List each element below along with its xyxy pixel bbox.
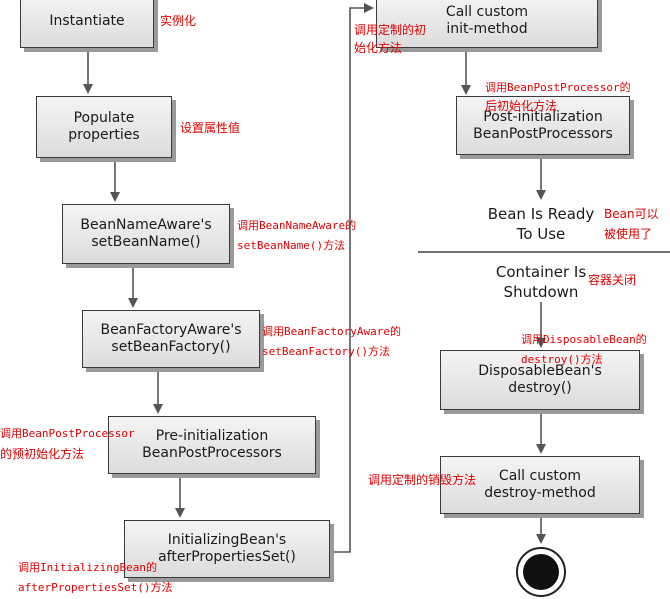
post-init-label-2: BeanPostProcessors [473, 125, 613, 142]
container-shutdown-label: Container Is Shutdown [476, 262, 606, 302]
arrow-initializing-custominit [330, 3, 374, 553]
initializing-bean-label-1: InitializingBean's [167, 532, 287, 548]
custom-init-box: Call custom init-method [376, 0, 598, 48]
bean-factory-aware-note-1: 调用BeanFactoryAware的 [262, 325, 401, 338]
pre-init-note-2: 的预初始化方法 [0, 447, 85, 461]
post-init-box: Post-initialization BeanPostProcessors [456, 96, 630, 155]
end-node-inner [523, 554, 559, 590]
custom-destroy-label-2: destroy-method [484, 485, 596, 501]
initializing-bean-note-2: afterPropertiesSet()方法 [18, 581, 173, 594]
post-init-note-2: 后初始化方法 [485, 99, 558, 113]
bean-ready-note-2: 被使用了 [604, 227, 653, 241]
pre-init-box: Pre-initialization BeanPostProcessors [108, 416, 316, 474]
bean-factory-aware-label-2: setBeanFactory() [111, 339, 231, 355]
populate-label-2: properties [68, 127, 140, 143]
bean-ready-label-1: Bean Is Ready [487, 205, 595, 223]
post-init-note-1: 调用BeanPostProcessor的 [485, 81, 631, 94]
custom-destroy-box: Call custom destroy-method [440, 456, 640, 514]
pre-init-label-1: Pre-initialization [155, 428, 269, 444]
bean-name-aware-box: BeanNameAware's setBeanName() [62, 204, 230, 264]
instantiate-box: Instantiate [20, 0, 154, 48]
custom-destroy-label-1: Call custom [498, 468, 582, 484]
custom-init-label-2: init-method [446, 21, 528, 37]
bean-factory-aware-box: BeanFactoryAware's setBeanFactory() [82, 310, 260, 368]
bean-ready-note-1: Bean可以 [604, 207, 659, 221]
custom-destroy-note: 调用定制的销毁方法 [368, 473, 477, 487]
bean-ready-label-2: To Use [516, 225, 566, 243]
disposable-bean-note-1: 调用DisposableBean的 [521, 333, 647, 346]
custom-init-note-1: 调用定制的初 [354, 23, 427, 37]
populate-label-1: Populate [73, 110, 135, 126]
disposable-bean-label-2: destroy() [508, 380, 572, 396]
instantiate-note: 实例化 [160, 14, 197, 28]
populate-note: 设置属性值 [180, 121, 241, 135]
container-shutdown-note: 容器关闭 [588, 273, 637, 287]
container-shutdown-label-1: Container Is [495, 263, 587, 281]
initializing-bean-label-2: afterPropertiesSet() [158, 549, 296, 565]
post-init-label-1: Post-initialization [483, 108, 603, 125]
bean-name-aware-label-2: setBeanName() [91, 234, 201, 250]
disposable-bean-box: DisposableBean's destroy() [440, 350, 640, 410]
initializing-bean-box: InitializingBean's afterPropertiesSet() [124, 520, 330, 578]
bean-name-aware-note-2: setBeanName()方法 [237, 239, 346, 252]
pre-init-note-1: 调用BeanPostProcessor [0, 427, 135, 440]
bean-ready-label: Bean Is Ready To Use [476, 204, 606, 244]
initializing-bean-note-1: 调用InitializingBean的 [18, 561, 157, 574]
bean-name-aware-note-1: 调用BeanNameAware的 [237, 219, 357, 232]
bean-factory-aware-label-1: BeanFactoryAware's [100, 322, 242, 338]
disposable-bean-label-1: DisposableBean's [478, 363, 602, 379]
populate-box: Populate properties [36, 96, 172, 158]
custom-init-label-1: Call custom [445, 4, 529, 20]
bean-factory-aware-note-2: setBeanFactory()方法 [262, 345, 390, 358]
container-shutdown-label-2: Shutdown [503, 283, 579, 301]
disposable-bean-note-2: destroy()方法 [521, 353, 603, 366]
custom-init-note-2: 始化方法 [354, 41, 403, 55]
instantiate-label: Instantiate [49, 12, 125, 29]
pre-init-label-2: BeanPostProcessors [142, 445, 282, 461]
bean-name-aware-label-1: BeanNameAware's [80, 217, 212, 233]
